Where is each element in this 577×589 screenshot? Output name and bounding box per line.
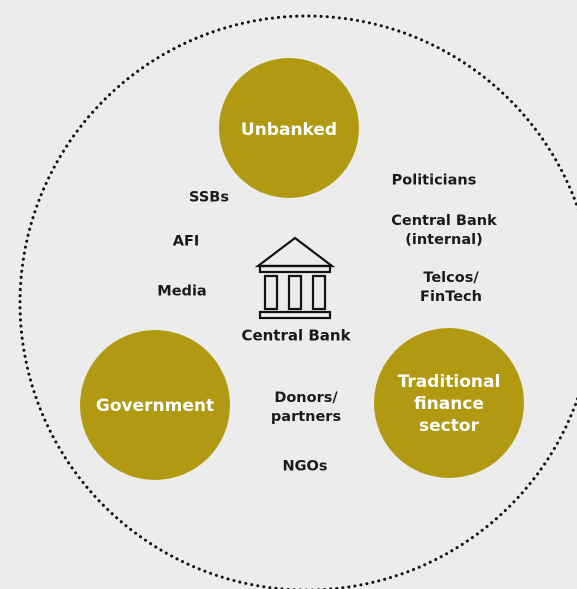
- politicians-label: Politicians: [391, 172, 477, 189]
- government-circle: [80, 330, 230, 480]
- central-bank-internal-label: Central Bank (internal): [391, 212, 497, 250]
- telcos-fintech-line1: Telcos/: [423, 270, 479, 286]
- central-bank-internal-line2: (internal): [405, 232, 483, 248]
- telcos-fintech-line2: FinTech: [420, 289, 482, 305]
- ssbs-label: SSBs: [189, 189, 229, 206]
- donors-partners-label: Donors/ partners: [271, 389, 341, 427]
- ngos-label: NGOs: [282, 458, 328, 475]
- traditional-finance-line3: sector: [419, 416, 479, 436]
- media-label: Media: [157, 283, 207, 300]
- bank-building-icon: [254, 236, 336, 320]
- donors-partners-line1: Donors/: [274, 390, 338, 406]
- traditional-finance-line2: finance: [414, 394, 484, 414]
- traditional-finance-circle: [374, 328, 524, 478]
- government-label: Government: [95, 396, 215, 416]
- traditional-finance-label: Traditional finance sector: [398, 371, 501, 437]
- afi-label: AFI: [172, 233, 200, 250]
- central-bank-label: Central Bank: [241, 326, 351, 345]
- unbanked-circle: [219, 58, 359, 198]
- central-bank-internal-line1: Central Bank: [391, 213, 497, 229]
- telcos-fintech-label: Telcos/ FinTech: [420, 269, 482, 307]
- unbanked-label: Unbanked: [240, 120, 338, 140]
- donors-partners-line2: partners: [270, 409, 342, 425]
- traditional-finance-line1: Traditional: [397, 372, 501, 392]
